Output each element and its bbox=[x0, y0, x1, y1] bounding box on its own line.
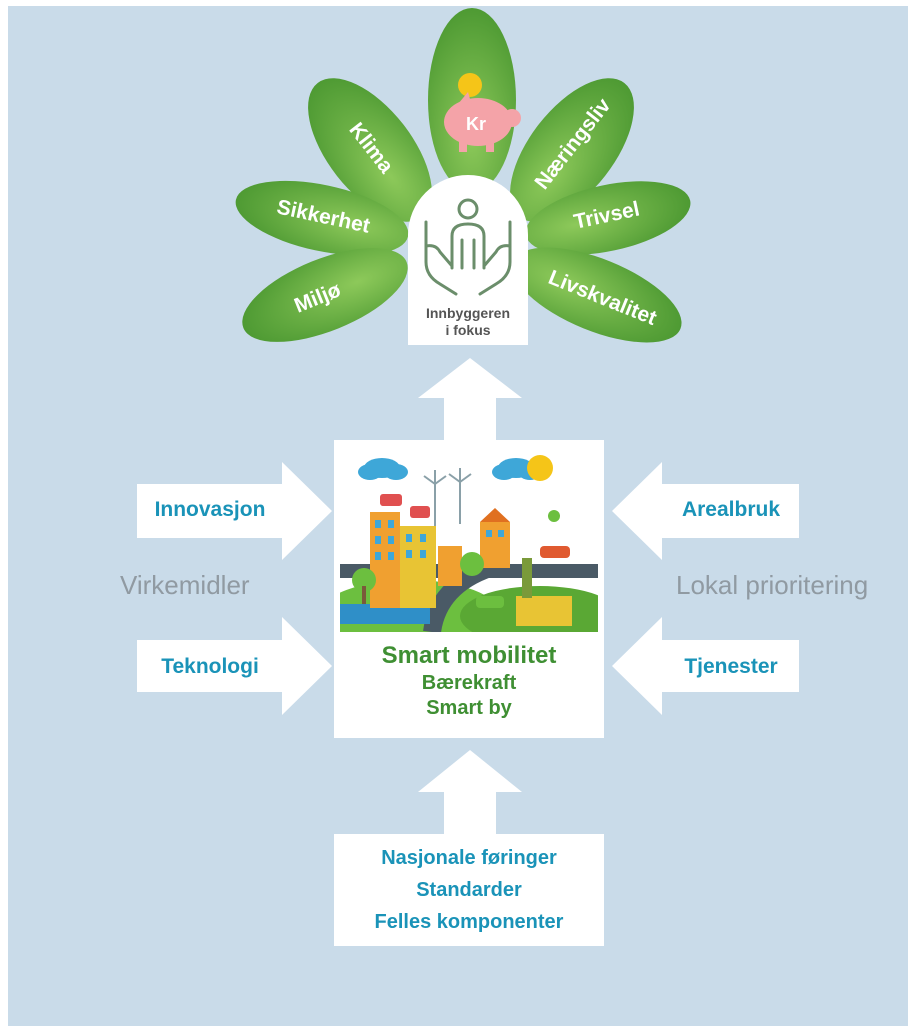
center-line3: Smart by bbox=[426, 697, 512, 719]
center-title: Smart mobilitet bbox=[381, 642, 557, 669]
bottom-line1: Nasjonale føringer bbox=[381, 847, 557, 869]
bottom-line3: Felles komponenter bbox=[374, 911, 564, 933]
center-box: Smart mobilitet Bærekraft Smart by bbox=[334, 440, 604, 738]
petal-livskvalitet bbox=[512, 247, 682, 343]
arrow-innovasjon bbox=[137, 462, 332, 560]
petal-miljo bbox=[242, 248, 408, 342]
arrow-teknologi bbox=[137, 617, 332, 715]
petal-trivsel bbox=[525, 181, 691, 255]
petal-sikkerhet bbox=[235, 180, 409, 256]
center-line2: Bærekraft bbox=[421, 672, 517, 694]
label-tjenester: Tjenester bbox=[684, 655, 778, 678]
label-lokal-prioritering: Lokal prioritering bbox=[676, 570, 869, 600]
piggy-bank-icon: Kr bbox=[444, 73, 521, 152]
citizen-label-line2: i fokus bbox=[445, 322, 490, 338]
petal-naeringsliv bbox=[510, 78, 634, 222]
up-arrow-top bbox=[418, 358, 522, 440]
petal-klima bbox=[308, 78, 432, 222]
arrow-tjenester bbox=[612, 617, 799, 715]
piggy-currency-label: Kr bbox=[466, 114, 486, 134]
citizen-box bbox=[408, 175, 528, 345]
up-arrow-bottom bbox=[418, 750, 522, 834]
bottom-line2: Standarder bbox=[416, 879, 522, 901]
arrow-arealbruk bbox=[612, 462, 799, 560]
person-in-hands-icon bbox=[424, 198, 512, 296]
smart-city-illustration bbox=[340, 446, 598, 632]
label-virkemidler: Virkemidler bbox=[120, 570, 250, 600]
label-innovasjon: Innovasjon bbox=[154, 498, 266, 521]
bottom-box: Nasjonale føringer Standarder Felles kom… bbox=[334, 834, 604, 946]
label-teknologi: Teknologi bbox=[161, 655, 259, 678]
citizen-label-line1: Innbyggeren bbox=[426, 305, 510, 321]
label-arealbruk: Arealbruk bbox=[681, 498, 781, 521]
